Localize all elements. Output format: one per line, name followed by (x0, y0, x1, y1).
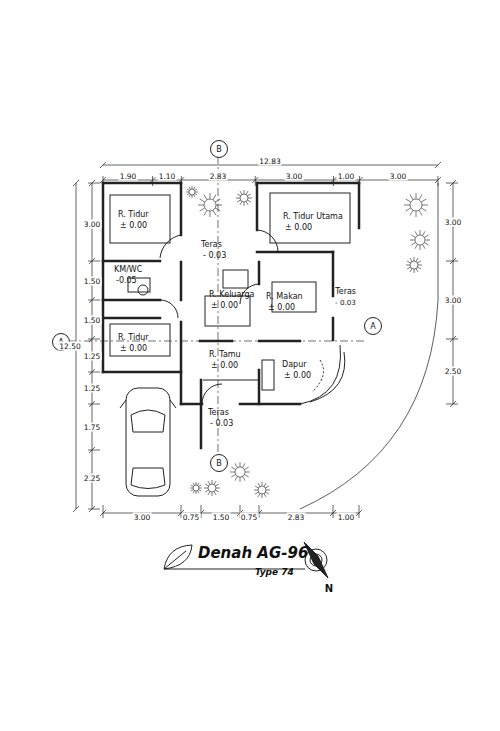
room-name: R. Tamu (209, 350, 241, 360)
floor-level: - 0.03 (335, 298, 356, 308)
room-name: B (216, 459, 222, 468)
caption: Type 74 (255, 567, 294, 577)
floor-level: -0.05 (116, 276, 137, 286)
room-name: Teras (335, 287, 356, 297)
north-label: N (324, 583, 334, 594)
room-name: B (216, 145, 222, 154)
floor-level: ± 0.00 (268, 303, 295, 313)
dimension-text: 3.00 (83, 220, 102, 229)
dimension-text: 0.75 (240, 513, 259, 522)
dimension-text: 12.50 (58, 342, 81, 351)
terrace: Teras- 0.03 (183, 228, 255, 262)
floor-level: ± 0.00 (211, 301, 238, 311)
dimension-text: 3.00 (444, 296, 463, 305)
floor-level: - 0.03 (210, 419, 233, 429)
bedroom: R. Tidur± 0.00 (104, 319, 180, 371)
terrace: Teras- 0.03 (202, 405, 258, 449)
room-name: R. Tidur (118, 333, 149, 343)
dimension-text: 1.00 (337, 513, 356, 522)
living-room: R. Tamu± 0.00 (182, 342, 258, 379)
floor-level: - 0.03 (203, 251, 226, 261)
dimension-text: 2.25 (83, 474, 102, 483)
room-name: R. Tidur Utama (283, 212, 343, 222)
floor-level: ± 0.00 (120, 344, 147, 354)
dimension-text: 1.10 (158, 172, 177, 181)
dimension-text: 1.00 (337, 172, 356, 181)
dimension-text: 2.83 (209, 172, 228, 181)
room-name: R. Makan (266, 292, 303, 302)
bathroom: KM/WC-0.05 (104, 262, 160, 299)
dimension-text: 3.00 (133, 513, 152, 522)
dimension-text: 1.50 (212, 513, 231, 522)
floor-level: ± 0.00 (211, 361, 238, 371)
dimension-text: 3.00 (389, 172, 408, 181)
dimension-text: 2.50 (444, 367, 463, 376)
section-marker: B (210, 454, 228, 472)
room-name: Teras (208, 408, 229, 418)
family-room: R. Keluarga± 0.00 (182, 262, 258, 340)
dimension-text: 3.00 (444, 218, 463, 227)
terrace: Teras- 0.03 (334, 262, 358, 338)
dimension-text: 1.50 (83, 277, 102, 286)
room-name: KM/WC (114, 265, 142, 275)
section-marker: A (364, 317, 382, 335)
floor-level: ± 0.00 (284, 371, 311, 381)
room-name: Teras (201, 240, 222, 250)
dimension-text: 3.00 (285, 172, 304, 181)
dimension-text: 1.75 (83, 423, 102, 432)
dimension-text: 1.90 (119, 172, 138, 181)
dimension-text: 1.25 (83, 384, 102, 393)
dimension-text: 0.75 (182, 513, 201, 522)
room-name: R. Keluarga (209, 290, 254, 300)
bedroom: R. Tidur± 0.00 (104, 184, 180, 260)
room-name: R. Tidur (118, 210, 149, 220)
kitchen: Dapur± 0.00 (260, 342, 332, 403)
title: Denah AG-96 (198, 544, 308, 562)
dimension-text: 1.25 (83, 352, 102, 361)
dimension-text: 1.50 (83, 316, 102, 325)
dining-room: R. Makan± 0.00 (260, 262, 332, 340)
room-name: Dapur (282, 360, 307, 370)
room-name: A (370, 322, 375, 331)
floor-level: ± 0.00 (120, 221, 147, 231)
dimension-text: 2.83 (287, 513, 306, 522)
dimension-text: 12.83 (258, 157, 281, 166)
master-bedroom: R. Tidur Utama± 0.00 (258, 184, 358, 250)
section-marker: B (210, 140, 228, 158)
floor-level: ± 0.00 (285, 223, 312, 233)
